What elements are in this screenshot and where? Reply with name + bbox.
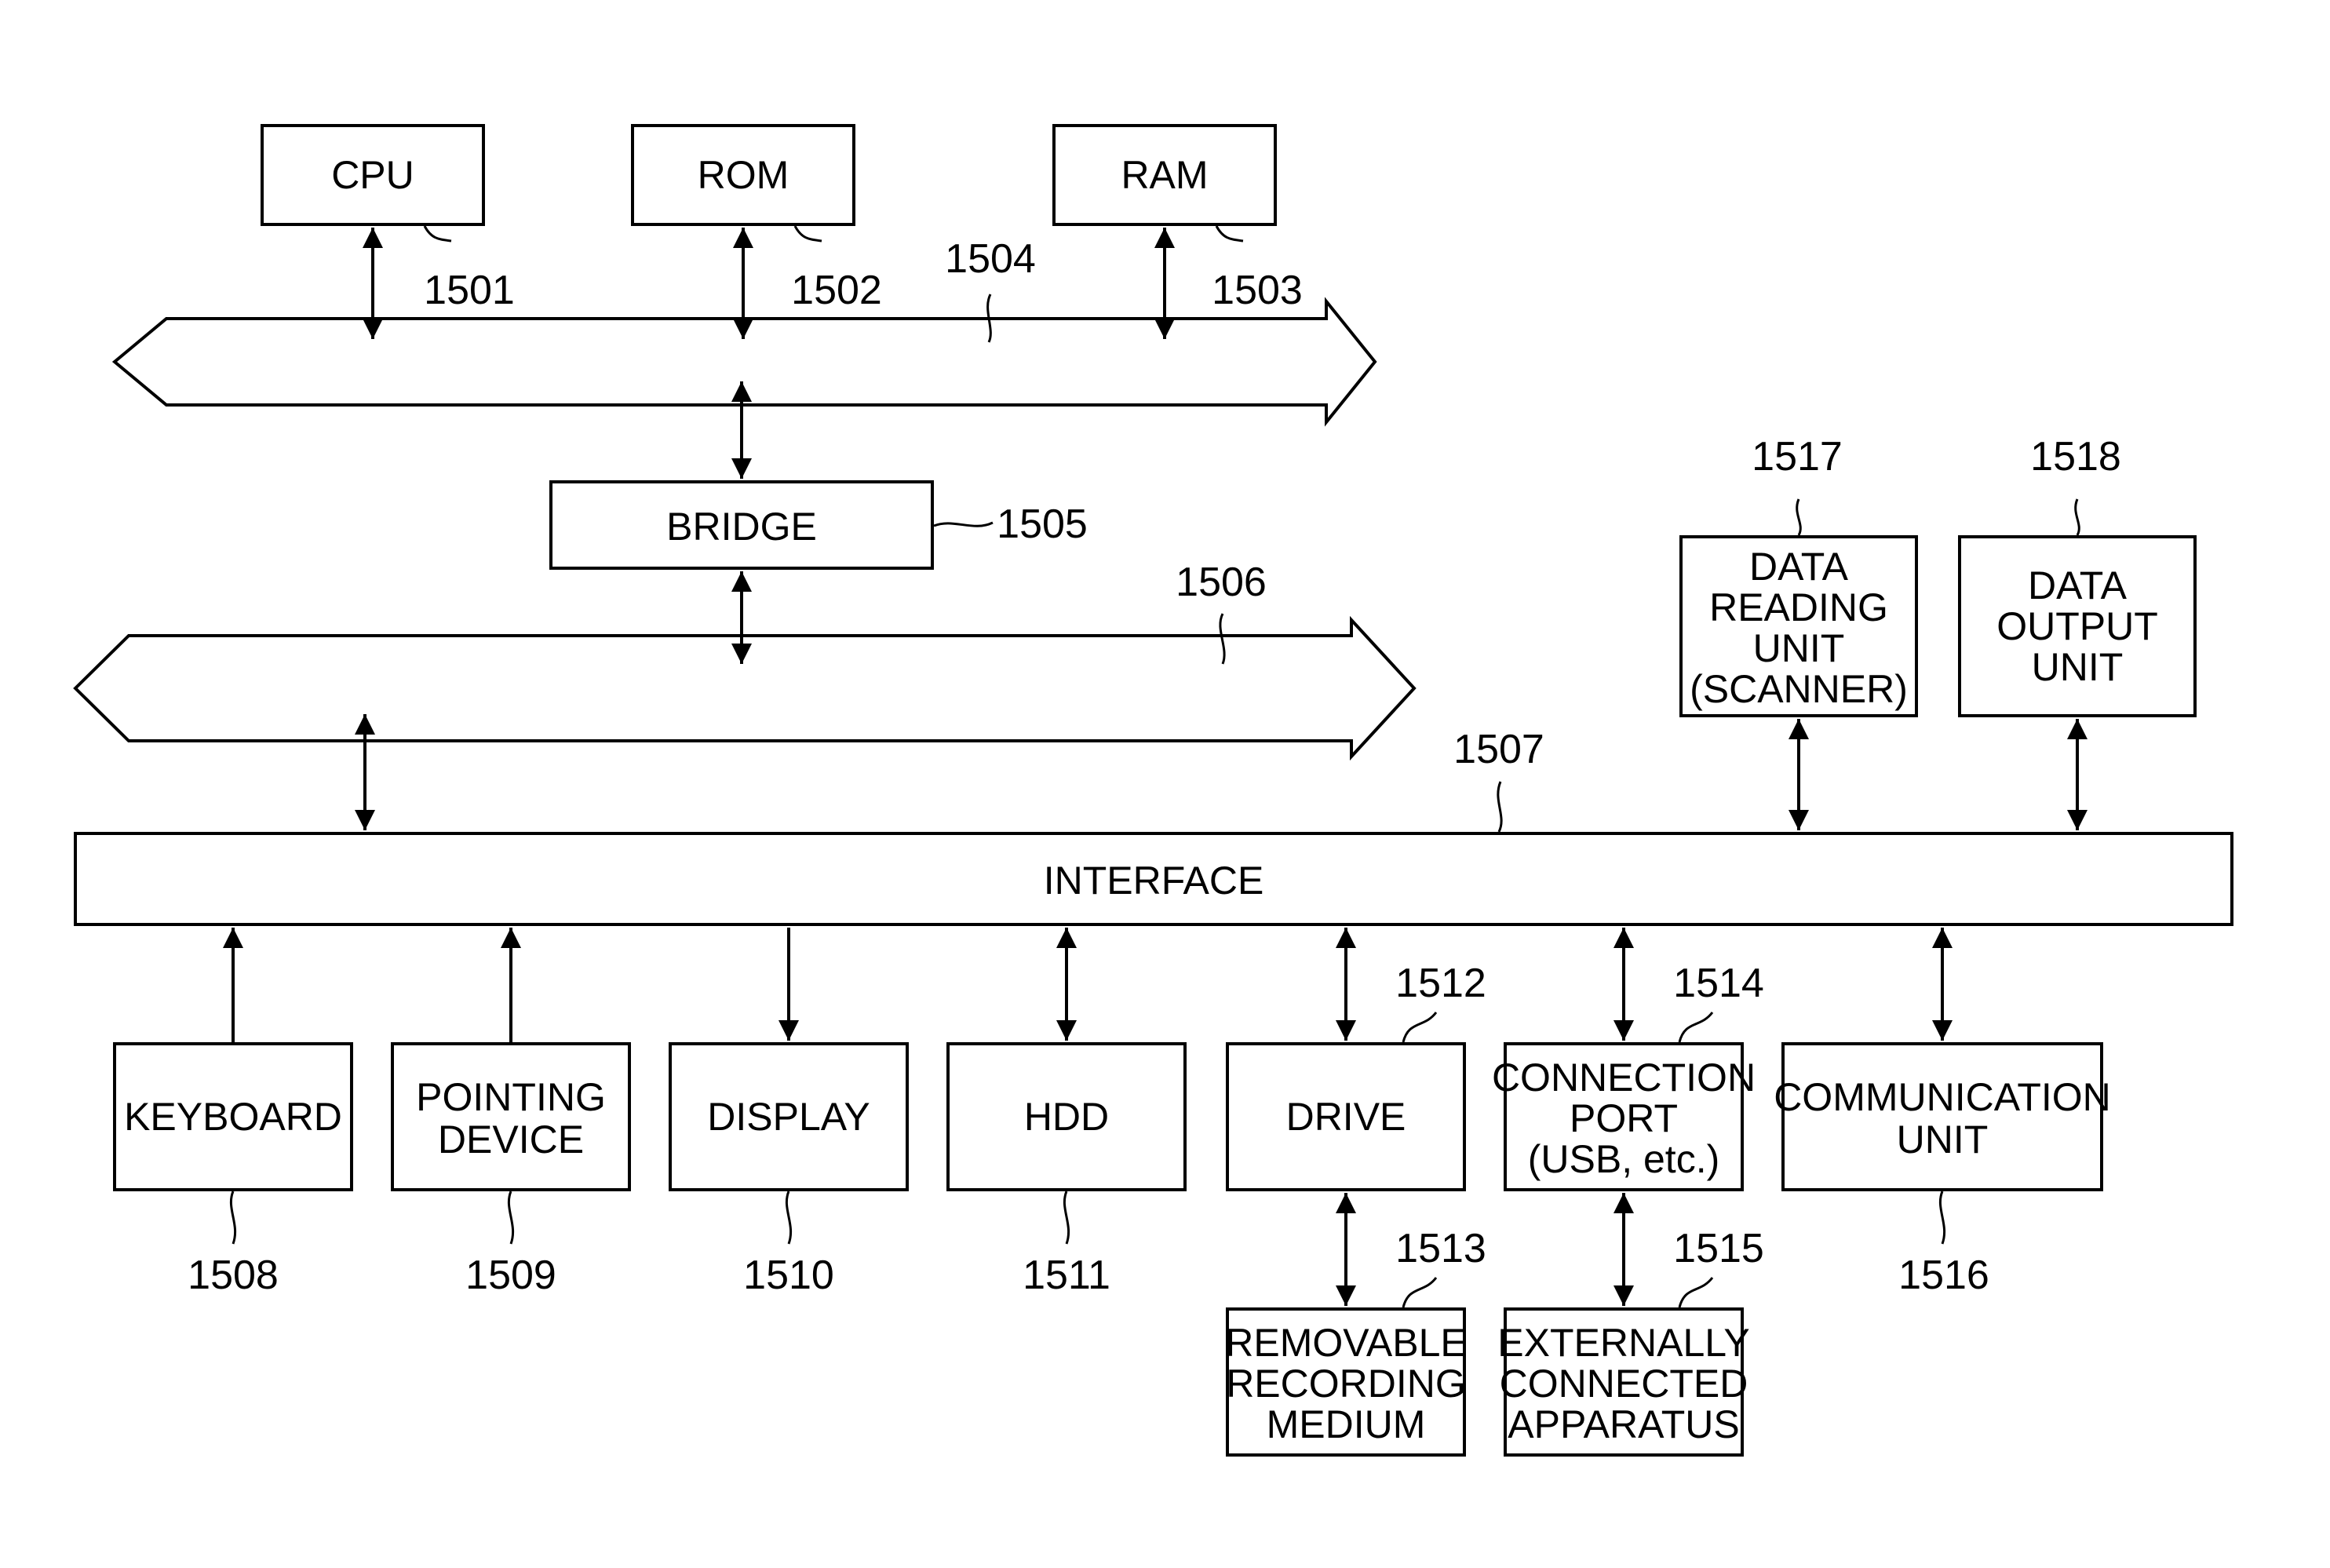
data-output-unit-block: DATA OUTPUT UNIT 1518 — [1960, 434, 2195, 716]
data-reading-unit-label-4: (SCANNER) — [1690, 667, 1908, 711]
rom-label: ROM — [698, 153, 789, 197]
display-block: DISPLAY 1510 — [670, 1044, 907, 1298]
pointing-device-block: POINTING DEVICE 1509 — [392, 1044, 629, 1298]
drive-block: DRIVE 1512 — [1227, 961, 1486, 1190]
keyboard-label: KEYBOARD — [124, 1095, 342, 1139]
data-output-unit-label-2: OUTPUT — [1996, 604, 2158, 648]
removable-medium-label-1: REMOVABLE — [1225, 1321, 1467, 1365]
interface-label: INTERFACE — [1044, 859, 1264, 903]
ram-label: RAM — [1121, 153, 1208, 197]
external-apparatus-label-2: CONNECTED — [1500, 1362, 1748, 1406]
bridge-ref: 1505 — [997, 501, 1088, 547]
rom-block: ROM 1502 — [633, 126, 882, 313]
external-apparatus-label-1: EXTERNALLY — [1497, 1321, 1749, 1365]
hdd-block: HDD 1511 — [948, 1044, 1185, 1298]
cpu-ref: 1501 — [424, 268, 515, 313]
hdd-label: HDD — [1024, 1095, 1109, 1139]
external-apparatus-ref: 1515 — [1673, 1226, 1764, 1271]
bridge-block: BRIDGE 1505 — [551, 482, 1088, 568]
data-reading-unit-label-3: UNIT — [1753, 626, 1845, 670]
connection-port-label-3: (USB, etc.) — [1528, 1137, 1719, 1181]
data-reading-unit-ref: 1517 — [1752, 434, 1843, 480]
ram-ref: 1503 — [1212, 268, 1303, 313]
interface-ref: 1507 — [1453, 727, 1544, 772]
external-bus-ref: 1506 — [1176, 560, 1267, 605]
communication-unit-block: COMMUNICATION UNIT 1516 — [1774, 1044, 2111, 1298]
external-bus: 1506 — [75, 560, 1414, 757]
data-reading-unit-label-1: DATA — [1749, 545, 1849, 589]
connection-port-ref: 1514 — [1673, 961, 1764, 1006]
connection-port-block: CONNECTION PORT (USB, etc.) 1514 — [1492, 961, 1764, 1190]
pointing-device-ref: 1509 — [465, 1253, 556, 1298]
communication-unit-label-2: UNIT — [1897, 1118, 1989, 1161]
rom-ref: 1502 — [791, 268, 882, 313]
pointing-device-label-2: DEVICE — [438, 1118, 584, 1161]
removable-medium-ref: 1513 — [1395, 1226, 1486, 1271]
bridge-label: BRIDGE — [666, 505, 817, 549]
display-label: DISPLAY — [707, 1095, 870, 1139]
removable-medium-label-2: RECORDING — [1226, 1362, 1466, 1406]
removable-medium-label-3: MEDIUM — [1267, 1402, 1426, 1446]
externally-connected-apparatus-block: EXTERNALLY CONNECTED APPARATUS 1515 — [1497, 1226, 1764, 1455]
data-output-unit-label-1: DATA — [2028, 563, 2128, 607]
communication-unit-ref: 1516 — [1898, 1253, 1989, 1298]
keyboard-ref: 1508 — [188, 1253, 279, 1298]
drive-label: DRIVE — [1286, 1095, 1406, 1139]
connection-port-label-2: PORT — [1570, 1096, 1678, 1140]
removable-recording-medium-block: REMOVABLE RECORDING MEDIUM 1513 — [1225, 1226, 1486, 1455]
keyboard-block: KEYBOARD 1508 — [115, 1044, 352, 1298]
display-ref: 1510 — [743, 1253, 834, 1298]
interface-block: INTERFACE 1507 — [75, 727, 2232, 924]
cpu-block: CPU 1501 — [262, 126, 515, 313]
data-reading-unit-label-2: READING — [1709, 585, 1888, 629]
drive-ref: 1512 — [1395, 961, 1486, 1006]
hdd-ref: 1511 — [1023, 1253, 1110, 1298]
pointing-device-label-1: POINTING — [416, 1075, 606, 1119]
ram-block: RAM 1503 — [1054, 126, 1303, 313]
data-output-unit-ref: 1518 — [2030, 434, 2121, 480]
external-apparatus-label-3: APPARATUS — [1508, 1402, 1739, 1446]
communication-unit-label-1: COMMUNICATION — [1774, 1075, 2111, 1119]
data-reading-unit-block: DATA READING UNIT (SCANNER) 1517 — [1681, 434, 1916, 716]
cpu-label: CPU — [331, 153, 414, 197]
data-output-unit-label-3: UNIT — [2032, 645, 2124, 689]
connection-port-label-1: CONNECTION — [1492, 1056, 1756, 1099]
host-bus-ref: 1504 — [945, 236, 1036, 282]
